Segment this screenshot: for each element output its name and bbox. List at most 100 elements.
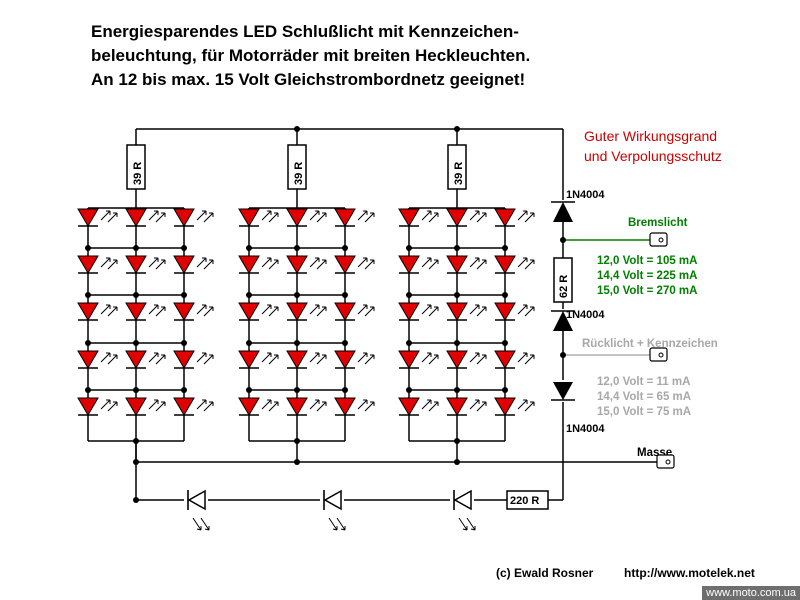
led-triangle (173, 302, 195, 321)
brake-connector[interactable] (649, 232, 668, 247)
light-arrow (421, 304, 432, 315)
junction-dot (85, 340, 91, 346)
light-arrow (316, 354, 327, 365)
led-triangle (286, 255, 308, 274)
light-arrow (107, 401, 118, 412)
bank-resistor-label: 39 R (453, 162, 465, 185)
tail-label: Rücklicht + Kennzeichen (582, 338, 718, 350)
rail-diode (184, 489, 210, 531)
ground-resistor-label: 220 R (510, 495, 539, 507)
led-triangle (494, 302, 516, 321)
light-arrow (357, 210, 368, 221)
light-arrow (476, 259, 487, 270)
light-arrow (268, 354, 279, 365)
light-arrow (517, 304, 528, 315)
tail-current-line: 15,0 Volt = 75 mA (597, 406, 691, 418)
led-triangle (494, 397, 516, 416)
junction-dot (406, 292, 412, 298)
ground-connector[interactable] (656, 454, 675, 469)
tail-connector[interactable] (649, 347, 668, 362)
light-arrow (100, 304, 111, 315)
led-triangle (446, 208, 468, 227)
junction-dot (342, 340, 348, 346)
led (398, 302, 439, 321)
light-arrow (428, 354, 439, 365)
light-arrow (469, 399, 480, 410)
light-arrow (466, 517, 476, 531)
light-arrow (203, 306, 214, 317)
light-arrow (364, 354, 375, 365)
light-arrow (203, 354, 214, 365)
junction-dot (454, 292, 460, 298)
light-arrow (364, 212, 375, 223)
junction-dot (294, 340, 300, 346)
led (173, 302, 214, 321)
brake-connector-body[interactable] (649, 232, 668, 247)
led-triangle (173, 397, 195, 416)
led (286, 302, 327, 321)
light-arrow (316, 212, 327, 223)
bottom-rail-diodes (184, 489, 476, 531)
junction-dot (246, 387, 252, 393)
led (77, 208, 118, 227)
junction-dot (454, 245, 460, 251)
light-arrow (155, 354, 166, 365)
light-arrow (517, 352, 528, 363)
junction-dot (454, 340, 460, 346)
note-line-2: und Verpolungsschutz (584, 148, 722, 164)
tail-connector-body[interactable] (649, 347, 668, 362)
ground-connector-body[interactable] (656, 454, 675, 469)
light-arrow (428, 259, 439, 270)
brake-label: Bremslicht (628, 217, 688, 229)
rail-diode (320, 489, 346, 531)
brake-current-line: 14,4 Volt = 225 mA (597, 270, 697, 282)
diode-symbol (553, 202, 573, 222)
junction-dot (133, 245, 139, 251)
light-arrow (309, 399, 320, 410)
diode-top-label: 1N4004 (566, 189, 605, 201)
light-arrow (469, 304, 480, 315)
bottom-junction-dot (133, 497, 139, 503)
light-arrow (476, 306, 487, 317)
led-triangle (398, 302, 420, 321)
led-triangle (334, 397, 356, 416)
light-arrow (364, 259, 375, 270)
light-arrow (268, 401, 279, 412)
light-arrow (261, 352, 272, 363)
led (446, 208, 487, 227)
led-triangle (286, 302, 308, 321)
led (238, 350, 279, 369)
light-arrow (107, 354, 118, 365)
light-arrow (469, 257, 480, 268)
led (238, 302, 279, 321)
led-triangle (125, 302, 147, 321)
led (77, 255, 118, 274)
diode-symbol (553, 311, 573, 331)
title-line-3: An 12 bis max. 15 Volt Gleichstrombordne… (91, 70, 525, 89)
light-arrow (261, 399, 272, 410)
led (238, 208, 279, 227)
led-triangle (334, 208, 356, 227)
junction-dot (133, 387, 139, 393)
led-triangle (334, 302, 356, 321)
website-url[interactable]: http://www.motelek.net (624, 566, 755, 580)
light-arrow (517, 399, 528, 410)
diode-top: 1N4004 (551, 189, 605, 222)
junction-dot (133, 340, 139, 346)
junction-dot (342, 245, 348, 251)
light-arrow (203, 401, 214, 412)
led-triangle (446, 302, 468, 321)
junction-dot (502, 387, 508, 393)
led (286, 255, 327, 274)
led (446, 397, 487, 416)
led-triangle (446, 350, 468, 369)
junction-dot (181, 387, 187, 393)
ground-resistor-body (506, 490, 549, 510)
light-arrow (261, 210, 272, 221)
led (77, 397, 118, 416)
led (125, 397, 166, 416)
led (398, 208, 439, 227)
light-arrow (316, 306, 327, 317)
led-triangle (238, 255, 260, 274)
led (286, 350, 327, 369)
